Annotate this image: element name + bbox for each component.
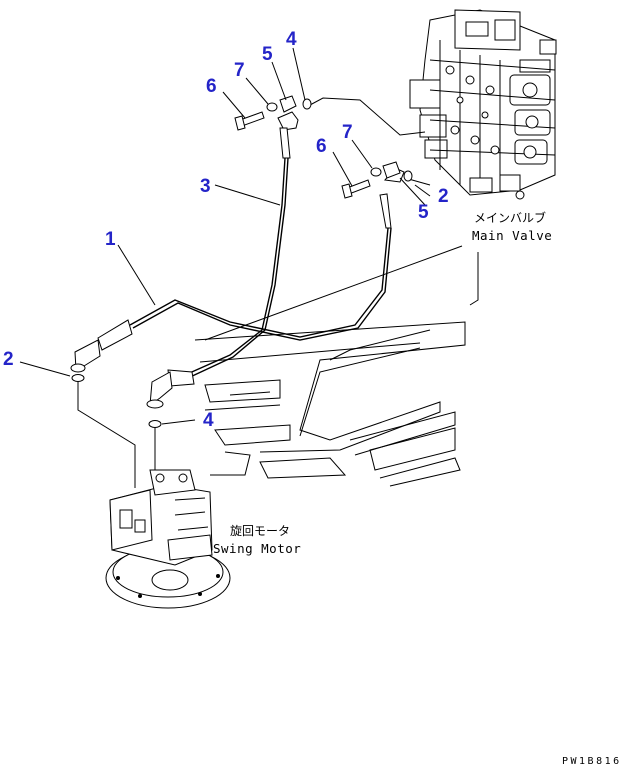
callout-5-lower: 5 bbox=[418, 202, 429, 223]
main-valve-label-en: Main Valve bbox=[472, 228, 552, 243]
drawing-number: PW1B816 bbox=[562, 756, 622, 767]
motor-port-leader-left bbox=[77, 380, 136, 488]
lower-flange-set bbox=[341, 161, 413, 199]
callout-3: 3 bbox=[200, 176, 211, 197]
swing-motor-label-jp: 旋回モータ bbox=[230, 524, 290, 538]
callout-7-upper: 7 bbox=[234, 60, 245, 81]
upper-flange-set bbox=[234, 95, 312, 131]
callout-4-motor: 4 bbox=[203, 410, 214, 431]
o-ring-4-lower bbox=[148, 420, 162, 428]
main-valve-label-jp: メインバルブ bbox=[474, 210, 546, 225]
valve-port-leader bbox=[309, 97, 426, 136]
callout-1: 1 bbox=[105, 229, 116, 250]
frame-leader bbox=[204, 245, 463, 341]
callout-5-upper: 5 bbox=[262, 44, 273, 65]
o-ring-2-lower bbox=[71, 374, 85, 382]
main-valve-leader bbox=[469, 252, 479, 306]
swing-motor bbox=[105, 469, 231, 609]
callout-6-lower: 6 bbox=[316, 136, 327, 157]
callout-4-upper: 4 bbox=[286, 29, 297, 50]
hose-1 bbox=[70, 167, 405, 373]
main-valve bbox=[409, 9, 557, 200]
frame-outline bbox=[194, 321, 466, 487]
callout-2-motor: 2 bbox=[3, 349, 14, 370]
swing-motor-label-en: Swing Motor bbox=[213, 541, 301, 556]
callout-2-valve: 2 bbox=[438, 186, 449, 207]
callout-6-upper: 6 bbox=[206, 76, 217, 97]
callout-leaders bbox=[19, 47, 431, 425]
callout-7-lower: 7 bbox=[342, 122, 353, 143]
hose-3 bbox=[146, 111, 299, 409]
